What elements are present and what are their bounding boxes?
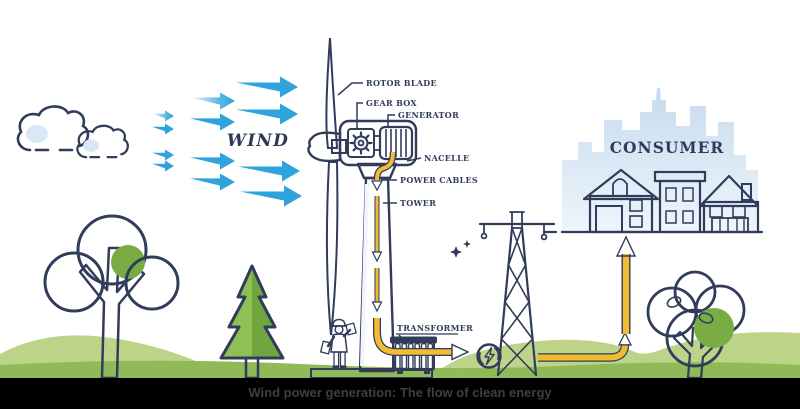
window bbox=[682, 210, 694, 224]
worker-figure bbox=[319, 318, 357, 370]
papers bbox=[345, 322, 357, 336]
wind-turbine bbox=[307, 37, 418, 373]
wind-arrow-icon bbox=[236, 76, 298, 98]
leaf-icon bbox=[698, 312, 714, 324]
label-transformer: TRANSFORMER bbox=[397, 323, 473, 333]
wind-label: WIND bbox=[227, 131, 289, 151]
flow-arrow-icon bbox=[617, 331, 633, 346]
window bbox=[732, 205, 746, 218]
label-tower: TOWER bbox=[400, 198, 436, 208]
clipboard bbox=[319, 340, 332, 355]
wind-arrow-icon bbox=[152, 110, 174, 122]
leaf-icon bbox=[666, 296, 682, 308]
house-icon bbox=[582, 168, 660, 234]
safety-vest bbox=[330, 333, 348, 353]
rotor-blade-lower bbox=[325, 161, 339, 336]
window bbox=[665, 187, 677, 202]
wind-arrow-group: WIND bbox=[152, 76, 302, 207]
turbine-callouts: ROTOR BLADE GEAR BOX GENERATOR NACELLE P… bbox=[337, 78, 478, 345]
tree-pine bbox=[219, 264, 285, 380]
consumer-city: CONSUMER bbox=[542, 88, 764, 234]
window bbox=[629, 215, 643, 228]
consumer-label: CONSUMER bbox=[610, 138, 725, 157]
wind-arrow-icon bbox=[240, 185, 302, 207]
label-rotor-blade: ROTOR BLADE bbox=[366, 78, 437, 88]
rotor-hub bbox=[307, 131, 342, 163]
energy-bolt-icon bbox=[476, 343, 502, 369]
generator bbox=[378, 125, 414, 161]
window bbox=[709, 205, 723, 218]
transformer-unit bbox=[390, 336, 437, 374]
label-nacelle: NACELLE bbox=[424, 153, 469, 163]
cloud-icon bbox=[76, 124, 129, 159]
label-power-cables: POWER CABLES bbox=[400, 175, 478, 185]
label-generator: GENERATOR bbox=[398, 110, 459, 120]
wind-arrow-icon bbox=[152, 123, 174, 135]
hardhat-icon bbox=[332, 318, 346, 327]
window bbox=[682, 187, 694, 202]
window bbox=[629, 199, 643, 212]
tree-deciduous bbox=[43, 214, 180, 380]
gear-icon bbox=[349, 131, 373, 155]
label-gear-box: GEAR BOX bbox=[366, 98, 417, 108]
flow-arrow-icon bbox=[615, 235, 637, 257]
wind-arrow-icon bbox=[190, 152, 235, 170]
flow-arrow-icon bbox=[451, 343, 470, 361]
cloud-icon bbox=[16, 105, 90, 152]
window bbox=[665, 210, 677, 224]
caption-bar bbox=[0, 378, 800, 409]
wind-arrow-icon bbox=[190, 173, 235, 191]
caption-text: Wind power generation: The flow of clean… bbox=[248, 385, 552, 400]
flow-arrow-icon bbox=[370, 180, 384, 192]
tree-bushy bbox=[646, 270, 746, 380]
flow-arrow-icon bbox=[371, 251, 383, 263]
nacelle-body bbox=[338, 119, 418, 167]
sparkle-icon bbox=[450, 240, 471, 258]
wind-arrow-icon bbox=[152, 160, 174, 172]
wind-arrow-icon bbox=[190, 92, 235, 110]
wind-arrow-icon bbox=[236, 103, 298, 125]
wind-arrow-icon bbox=[190, 113, 235, 131]
wind-arrow-icon bbox=[152, 149, 174, 161]
power-flow bbox=[370, 151, 637, 362]
flow-arrow-icon bbox=[371, 301, 383, 313]
wind-arrow-icon bbox=[238, 160, 300, 182]
